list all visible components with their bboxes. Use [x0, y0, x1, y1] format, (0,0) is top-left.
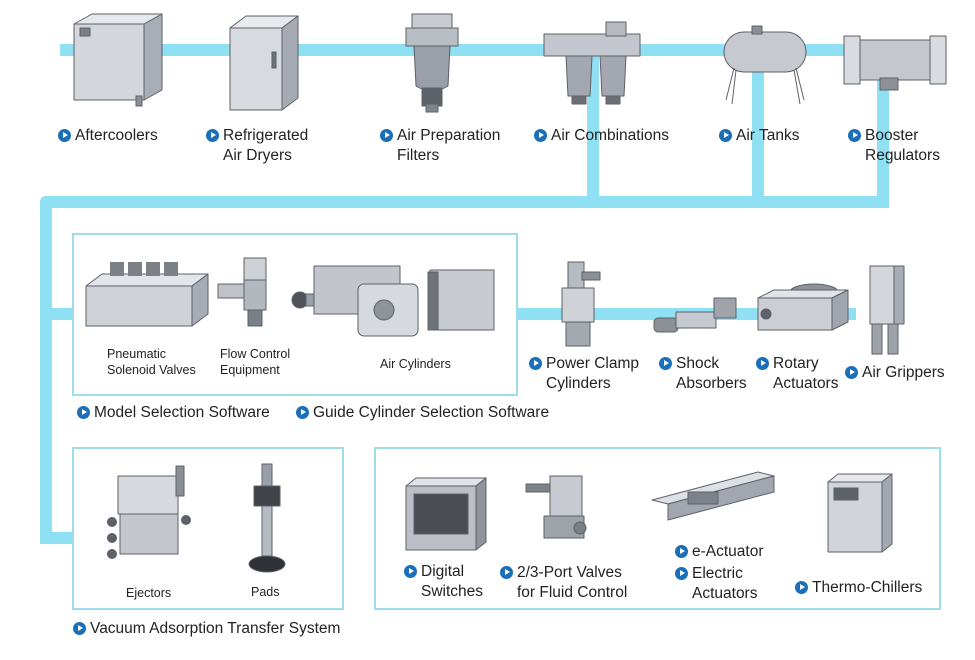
- link-label: Shock Absorbers: [676, 355, 747, 392]
- arrow-circle-icon: [500, 566, 513, 579]
- link-label: e-Actuator: [692, 543, 764, 560]
- caption-pneumatic-solenoid-valves: Pneumatic Solenoid Valves: [107, 347, 196, 377]
- arrow-circle-icon: [77, 406, 90, 419]
- shock-absorber-icon: [653, 297, 737, 333]
- power-clamp-icon: [561, 261, 601, 347]
- arrow-circle-icon: [58, 129, 71, 142]
- fluid-control-valve-icon: [525, 475, 587, 539]
- link-label: Rotary Actuators: [773, 355, 839, 392]
- flow-control-fitting-icon: [217, 257, 267, 327]
- arrow-circle-icon: [206, 129, 219, 142]
- caption-air-cylinders: Air Cylinders: [380, 357, 451, 371]
- vacuum-products-box: [72, 447, 344, 610]
- link-label: Air Combinations: [551, 127, 670, 144]
- arrow-circle-icon: [845, 366, 858, 379]
- link-label: Vacuum Adsorption Transfer System: [90, 620, 341, 637]
- digital-switch-icon: [405, 477, 487, 551]
- link-label: Aftercoolers: [75, 127, 158, 144]
- arrow-circle-icon: [296, 406, 309, 419]
- air-filter-icon: [405, 13, 459, 113]
- caption-pads: Pads: [251, 585, 280, 599]
- arrow-circle-icon: [534, 129, 547, 142]
- link-label: Power Clamp Cylinders: [546, 355, 640, 392]
- air-combination-icon: [543, 21, 641, 105]
- arrow-circle-icon: [719, 129, 732, 142]
- arrow-circle-icon: [659, 357, 672, 370]
- link-label: 2/3-Port Valves for Fluid Control: [517, 564, 628, 601]
- link-label: Electric Actuators: [692, 565, 758, 602]
- arrow-circle-icon: [675, 567, 688, 580]
- air-gripper-icon: [869, 265, 905, 355]
- link-e-actuator[interactable]: e-Actuator: [675, 542, 764, 562]
- link-label: Digital Switches: [421, 563, 484, 600]
- link-air-combinations[interactable]: Air Combinations: [534, 126, 669, 146]
- link-guide-cylinder-selection-software[interactable]: Guide Cylinder Selection Software: [296, 403, 549, 423]
- link-fluid-control-valves[interactable]: 2/3-Port Valves for Fluid Control: [500, 563, 627, 603]
- thermo-chiller-icon: [827, 473, 893, 553]
- ejector-icon: [107, 465, 191, 559]
- link-label: Booster Regulators: [865, 127, 940, 164]
- arrow-circle-icon: [404, 565, 417, 578]
- link-thermo-chillers[interactable]: Thermo-Chillers: [795, 578, 922, 598]
- arrow-circle-icon: [756, 357, 769, 370]
- arrow-circle-icon: [675, 545, 688, 558]
- arrow-circle-icon: [73, 622, 86, 635]
- link-rotary-actuators[interactable]: Rotary Actuators: [756, 354, 838, 394]
- link-label: Air Tanks: [736, 127, 800, 144]
- link-label: Air Preparation Filters: [397, 127, 501, 164]
- link-digital-switches[interactable]: Digital Switches: [404, 562, 483, 602]
- link-shock-absorbers[interactable]: Shock Absorbers: [659, 354, 747, 394]
- link-booster-regulators[interactable]: Booster Regulators: [848, 126, 940, 166]
- rotary-actuator-icon: [757, 283, 849, 331]
- aftercooler-icon: [73, 13, 163, 107]
- link-air-preparation-filters[interactable]: Air Preparation Filters: [380, 126, 500, 166]
- arrow-circle-icon: [380, 129, 393, 142]
- vacuum-pad-icon: [248, 463, 286, 573]
- link-aftercoolers[interactable]: Aftercoolers: [58, 126, 158, 146]
- arrow-circle-icon: [529, 357, 542, 370]
- link-model-selection-software[interactable]: Model Selection Software: [77, 403, 270, 423]
- link-label: Refrigerated Air Dryers: [223, 127, 309, 164]
- link-label: Model Selection Software: [94, 404, 270, 421]
- solenoid-valve-manifold-icon: [85, 262, 209, 327]
- link-air-tanks[interactable]: Air Tanks: [719, 126, 799, 146]
- link-electric-actuators[interactable]: Electric Actuators: [675, 564, 757, 604]
- caption-flow-control-equipment: Flow Control Equipment: [220, 347, 291, 377]
- link-refrigerated-air-dryers[interactable]: Refrigerated Air Dryers: [206, 126, 308, 166]
- link-power-clamp-cylinders[interactable]: Power Clamp Cylinders: [529, 354, 639, 394]
- link-vacuum-adsorption-transfer-system[interactable]: Vacuum Adsorption Transfer System: [73, 619, 340, 639]
- e-actuator-icon: [651, 471, 775, 521]
- link-label: Air Grippers: [862, 364, 945, 381]
- caption-ejectors: Ejectors: [126, 586, 172, 600]
- arrow-circle-icon: [848, 129, 861, 142]
- link-label: Guide Cylinder Selection Software: [313, 404, 550, 421]
- link-air-grippers[interactable]: Air Grippers: [845, 363, 945, 383]
- air-cylinder-icon: [291, 265, 495, 337]
- booster-regulator-icon: [843, 35, 947, 91]
- link-label: Thermo-Chillers: [812, 579, 923, 596]
- air-dryer-icon: [229, 15, 299, 111]
- air-tank-icon: [723, 25, 807, 105]
- arrow-circle-icon: [795, 581, 808, 594]
